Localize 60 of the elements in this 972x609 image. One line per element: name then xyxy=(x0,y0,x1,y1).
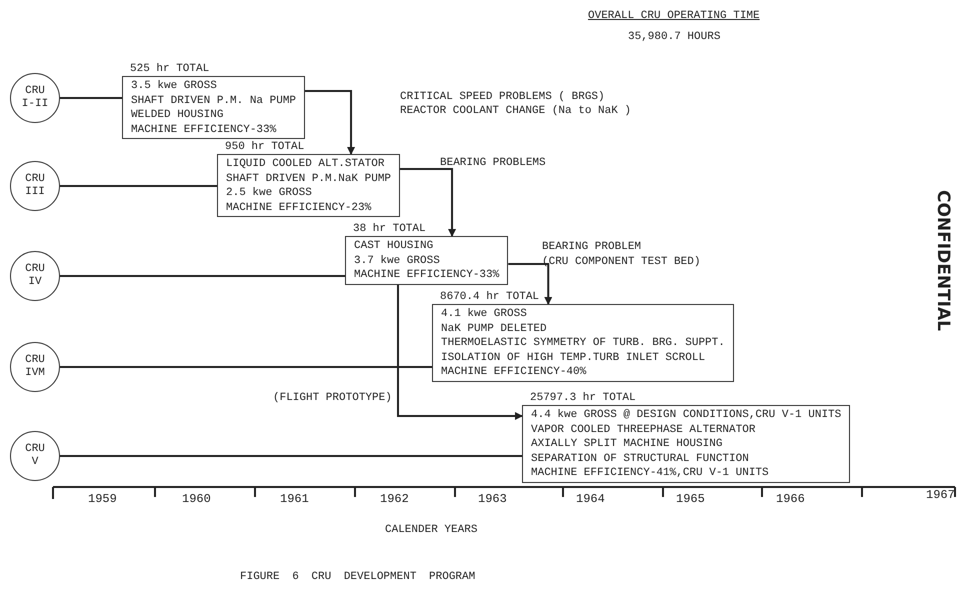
spec-text: CAST HOUSING xyxy=(354,239,434,254)
circle-node: CRU IV xyxy=(10,251,60,301)
spec-text: VAPOR COOLED THREEPHASE ALTERNATOR xyxy=(531,422,756,437)
heading: OVERALL CRU OPERATING TIME xyxy=(588,9,760,23)
note-text: BEARING PROBLEMS xyxy=(440,156,546,170)
year-label: 1966 xyxy=(776,492,805,506)
duration-label: 525 hr TOTAL xyxy=(129,62,210,76)
edge-label: (FLIGHT PROTOTYPE) xyxy=(273,391,392,405)
spec-text: AXIALLY SPLIT MACHINE HOUSING xyxy=(531,437,724,452)
spec-text: 4.1 kwe GROSS xyxy=(441,307,528,322)
note-text: BEARING PROBLEM xyxy=(542,240,642,254)
note-text: CRITICAL SPEED PROBLEMS ( BRGS) xyxy=(400,90,605,104)
axis-title: CALENDER YEARS xyxy=(385,523,478,537)
year-label: 1963 xyxy=(478,492,507,506)
spec-text: MACHINE EFFICIENCY-33% xyxy=(354,268,500,282)
spec-text: THERMOELASTIC SYMMETRY OF TURB. BRG. SUPPT. xyxy=(441,336,725,350)
spec-text: SHAFT DRIVEN P.M.NaK PUMP xyxy=(226,172,392,186)
arrow xyxy=(400,168,456,237)
spec-text: MACHINE EFFICIENCY-23% xyxy=(226,200,372,215)
year-label: 1961 xyxy=(280,492,309,506)
year-label: 1964 xyxy=(576,492,605,506)
circle-node: CRU IVM xyxy=(10,342,60,392)
duration-label: 8670.4 hr TOTAL xyxy=(439,290,540,304)
year-label: 1959 xyxy=(88,492,117,506)
spec-text: 3.5 kwe GROSS xyxy=(131,79,218,94)
arrow xyxy=(397,284,523,420)
spec-text: LIQUID COOLED ALT.STATOR xyxy=(226,157,386,172)
figure-caption: FIGURE 6 CRU DEVELOPMENT PROGRAM xyxy=(240,570,476,584)
year-label: 1962 xyxy=(380,492,409,506)
spec-text: SEPARATION OF STRUCTURAL FUNCTION xyxy=(531,452,750,466)
spec-text: SHAFT DRIVEN P.M. Na PUMP xyxy=(131,94,296,108)
circle-node: CRU I-II xyxy=(10,73,60,123)
note-text: REACTOR COOLANT CHANGE (Na to NaK ) xyxy=(400,104,632,118)
stamp-text: CONFIDENTIAL xyxy=(936,190,950,331)
duration-label: 38 hr TOTAL xyxy=(352,222,427,236)
connector-line xyxy=(60,366,432,368)
arrow xyxy=(305,90,356,155)
connector-line xyxy=(60,97,122,99)
year-label: 1960 xyxy=(182,492,211,506)
spec-text: MACHINE EFFICIENCY-33% xyxy=(131,122,278,137)
circle-node: CRU V xyxy=(10,431,60,481)
spec-text: 4.4 kwe GROSS @ DESIGN CONDITIONS,CRU V-1 UNITS xyxy=(531,408,842,422)
spec-text: MACHINE EFFICIENCY-40% xyxy=(441,365,588,380)
duration-label: 25797.3 hr TOTAL xyxy=(529,391,637,405)
connector-line xyxy=(60,275,345,277)
spec-text: 3.7 kwe GROSS xyxy=(354,254,441,268)
year-label: 1965 xyxy=(676,492,705,506)
year-label: 1967 xyxy=(926,488,955,502)
spec-text: ISOLATION OF HIGH TEMP.TURB INLET SCROLL xyxy=(441,350,706,365)
connector-line xyxy=(60,455,522,457)
spec-text: NaK PUMP DELETED xyxy=(441,322,548,336)
note-text: (CRU COMPONENT TEST BED) xyxy=(542,255,700,269)
duration-label: 950 hr TOTAL xyxy=(224,140,306,154)
connector-line xyxy=(60,185,217,187)
spec-text: WELDED HOUSING xyxy=(131,108,224,122)
spec-text: MACHINE EFFICIENCY-41%,CRU V-1 UNITS xyxy=(531,466,770,480)
circle-node: CRU III xyxy=(10,161,60,211)
arrow xyxy=(508,263,552,305)
spec-text: 2.5 kwe GROSS xyxy=(226,186,313,200)
total-hours: 35,980.7 HOURS xyxy=(628,30,720,44)
